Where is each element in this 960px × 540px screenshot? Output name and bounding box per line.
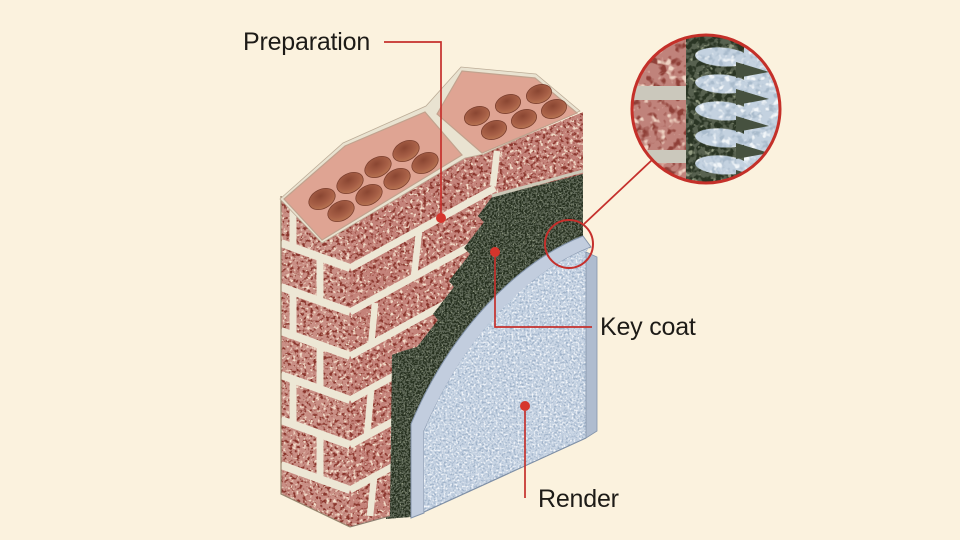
preparation-label: Preparation: [243, 28, 371, 56]
label-leaders: [384, 41, 592, 498]
magnifier-circle-border: [630, 33, 782, 185]
render-right-edge: [585, 251, 598, 439]
key-coat-top-edge: [491, 169, 584, 198]
callout-connector-line: [583, 159, 653, 225]
render-face: [424, 248, 589, 512]
preparation-dot: [436, 213, 446, 223]
magnifier-detail-view: [632, 35, 780, 183]
render-dot: [520, 401, 530, 411]
brick-wall: [279, 66, 598, 528]
mortar-bed-joints-left: [281, 239, 350, 494]
wall-left-face: [280, 196, 351, 528]
preparation-leader-line: [384, 41, 442, 213]
key-coat-teeth: [695, 47, 769, 183]
brick-perforation-holes: [308, 84, 567, 222]
key-coat-label: Key coat: [600, 313, 696, 341]
mortar-head-joints-left: [289, 204, 324, 477]
render-layer: [410, 235, 598, 519]
render-label: Render: [538, 485, 619, 513]
mortar-head-joints-front: [363, 150, 501, 517]
key-coat-dot: [490, 247, 500, 257]
key-coat-leader-line: [494, 257, 592, 328]
highlight-circle: [544, 219, 594, 269]
leader-dots: [436, 213, 530, 411]
wall-top-face: [279, 66, 581, 244]
